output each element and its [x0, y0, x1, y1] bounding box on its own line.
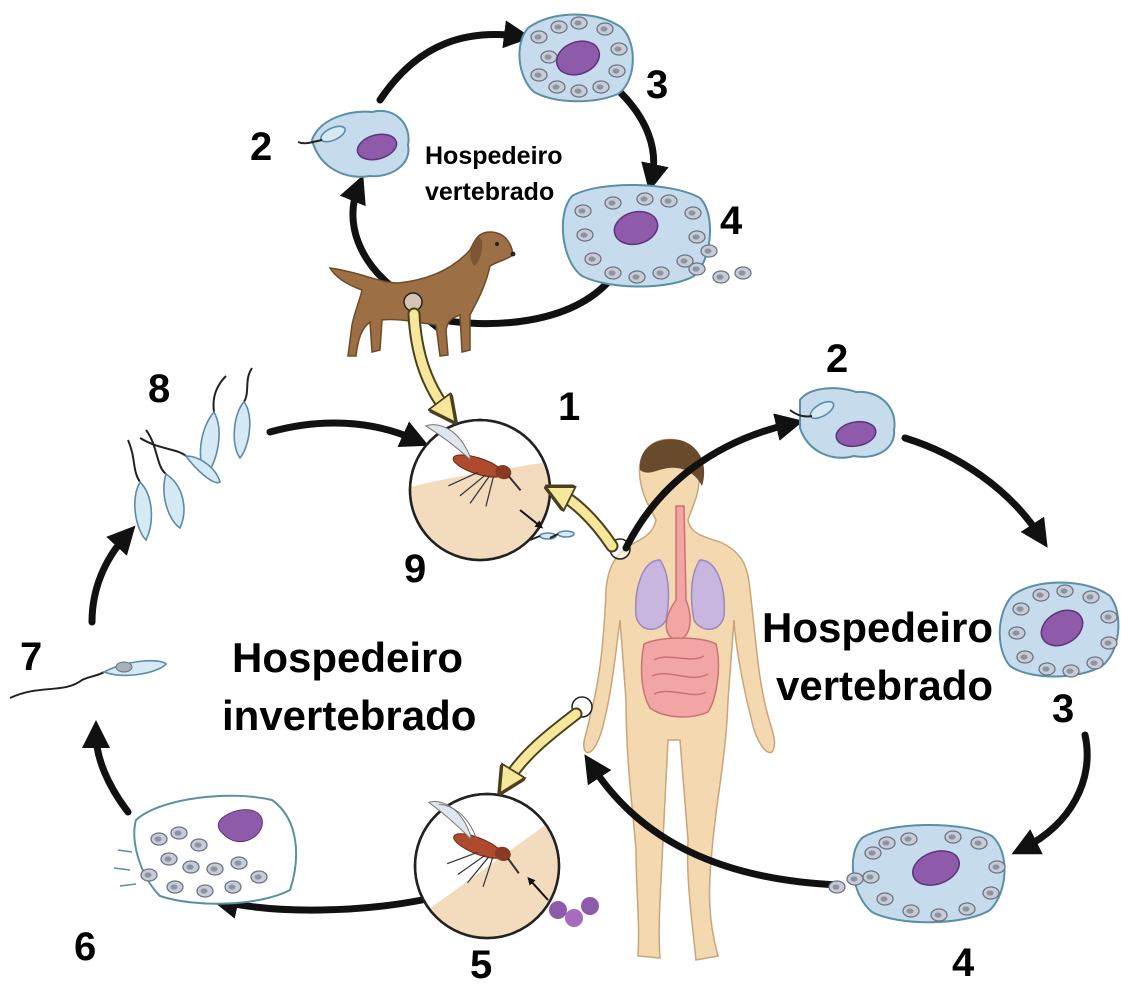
right-stage-3-infected-macrophage [1000, 583, 1119, 678]
cycle-arrow-right-2-to-3 [905, 438, 1040, 536]
stage-9-number: 9 [404, 547, 426, 591]
top-stage-4-number: 4 [720, 199, 743, 243]
human-host [572, 439, 775, 960]
top-host-label-line2: vertebrado [425, 178, 554, 206]
right-stage-2-number: 2 [826, 337, 848, 381]
stage-5-number: 5 [470, 943, 492, 985]
top-stage-3-number: 3 [646, 63, 668, 107]
stage-1-number: 1 [558, 385, 580, 429]
invertebrate-host-label-line1: Hospedeiro [232, 634, 463, 681]
right-host-label-line1: Hospedeiro [762, 604, 993, 651]
top-stage-2-macrophage [298, 111, 409, 177]
cycle-arrow-6-to-7 [96, 734, 128, 812]
right-stage-3-number: 3 [1052, 687, 1074, 731]
stage-7-number: 7 [20, 635, 42, 679]
stage-5-sandfly-ingesting [400, 794, 599, 960]
cycle-arrow-7-to-8 [92, 536, 126, 622]
stage-8-number: 8 [148, 367, 170, 411]
top-stage-2-number: 2 [250, 125, 272, 169]
right-stage-4-number: 4 [952, 941, 975, 985]
cycle-arrow-8-to-1 [270, 423, 416, 440]
stage-6-releasing-amastigotes [114, 796, 296, 904]
right-stage-2-macrophage [790, 388, 895, 458]
top-host-label-line1: Hospedeiro [425, 142, 563, 170]
cycle-arrow-right-3-to-4 [1024, 735, 1087, 848]
invertebrate-host-label-line2: invertebrado [222, 692, 476, 739]
cycle-arrow-top-2-to-3 [380, 34, 518, 100]
top-vertebrate-cycle: 2 3 4 Hospedeiro vertebrado [250, 15, 751, 357]
right-stage-4-rupturing-macrophage [829, 825, 1005, 922]
stage-8-promastigote-cluster [128, 368, 252, 540]
right-host-label-line2: vertebrado [776, 662, 993, 709]
stage-6-number: 6 [74, 925, 96, 969]
top-stage-3-infected-macrophage [519, 15, 632, 102]
